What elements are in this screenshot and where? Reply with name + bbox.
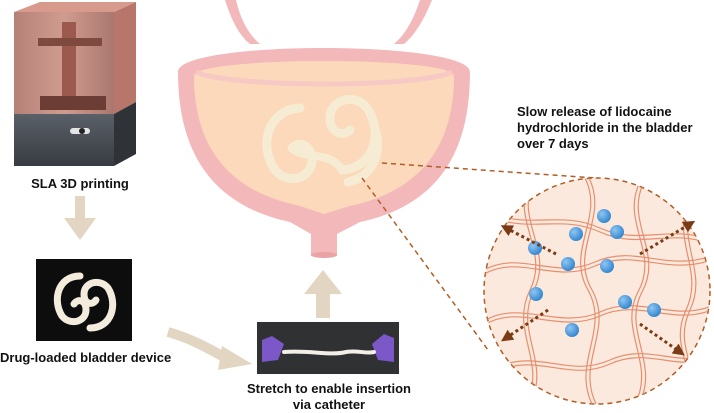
- label-sla-printing: SLA 3D printing: [31, 176, 129, 191]
- label-release-line1: Slow release of lidocaine: [517, 104, 672, 119]
- label-stretch-line2: via catheter: [292, 397, 366, 412]
- label-slow-release: Slow release of lidocaine hydrochloride …: [517, 104, 707, 152]
- release-arrow: [501, 308, 549, 342]
- device-photo: [36, 259, 132, 341]
- zoom-circle: [483, 177, 711, 405]
- drug-molecule: [597, 209, 611, 223]
- drug-molecule: [569, 227, 583, 241]
- release-arrows: [500, 220, 696, 356]
- bladder-top-strap: [225, 0, 260, 44]
- drug-molecules: [528, 209, 661, 337]
- urethra-opening: [311, 252, 337, 258]
- release-arrow: [639, 322, 685, 356]
- release-arrow: [639, 220, 696, 256]
- drug-molecule: [528, 241, 542, 255]
- drug-molecule: [561, 257, 575, 271]
- flow-arrow-printer-to-device: [64, 196, 96, 240]
- drug-molecule: [529, 287, 543, 301]
- label-stretch-insertion: Stretch to enable insertion via catheter: [236, 381, 422, 413]
- drug-molecule: [618, 295, 632, 309]
- spiral-device-in-bladder: [262, 94, 382, 187]
- bladder-top-strap-right: [394, 0, 432, 44]
- label-release-line3: over 7 days: [517, 136, 589, 151]
- drug-molecule: [610, 225, 624, 239]
- flow-arrow-stretch-to-bladder: [304, 270, 342, 318]
- bladder-illustration: [178, 0, 470, 258]
- stretch-photo: [257, 322, 399, 374]
- bladder-inner-rim: [194, 69, 454, 87]
- label-release-line2: hydrochloride in the bladder: [517, 120, 693, 135]
- drug-molecule: [647, 303, 661, 317]
- label-stretch-line1: Stretch to enable insertion: [247, 381, 411, 396]
- sla-printer-image: [14, 2, 136, 166]
- drug-molecule: [600, 259, 614, 273]
- drug-molecule: [565, 323, 579, 337]
- bladder-lumen: [194, 61, 454, 214]
- label-drug-loaded-device: Drug-loaded bladder device: [0, 350, 172, 365]
- flow-arrow-device-to-stretch: [166, 327, 252, 370]
